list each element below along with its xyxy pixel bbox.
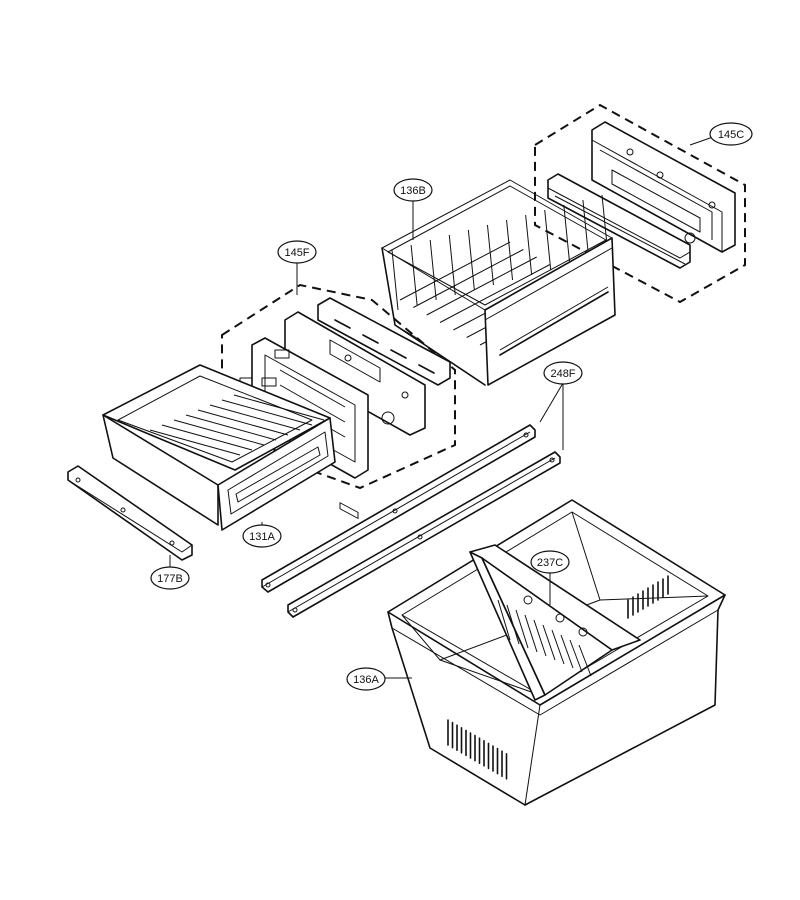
part-145C-assembly: [534, 103, 746, 304]
line-art: [209, 404, 301, 431]
part-131A-drawer: [102, 364, 336, 531]
callout-237C: 237C: [530, 550, 570, 574]
line-art: [399, 241, 511, 301]
callout-145C: 145C: [709, 122, 753, 146]
callout-177B: 177B: [150, 566, 190, 590]
line-art: [233, 394, 325, 421]
callout-label-131A: 131A: [249, 531, 275, 543]
line-art: [560, 634, 574, 669]
part-237C-divider: [469, 544, 641, 701]
bin-vents: [447, 575, 669, 780]
line-art: [448, 234, 456, 296]
basket-wires: [391, 194, 609, 346]
callout-label-136A: 136A: [353, 674, 379, 686]
line-art: [551, 629, 565, 665]
line-art: [391, 249, 399, 311]
callout-136A: 136A: [346, 667, 386, 691]
line-art: [515, 609, 529, 649]
callout-label-145F: 145F: [284, 247, 309, 259]
callout-131A: 131A: [242, 524, 282, 548]
line-art: [497, 599, 511, 641]
line-art: [544, 209, 552, 271]
line-art: [524, 614, 538, 653]
bracket-rear-145F: [317, 297, 451, 386]
line-art: [525, 214, 533, 276]
line-art: [563, 204, 571, 266]
line-art: [413, 249, 524, 308]
drawer-front: [217, 417, 336, 531]
part-248F-rails: [261, 424, 561, 618]
line-art: [582, 199, 590, 261]
part-136B-wire-basket: [381, 179, 616, 386]
line-art: [334, 319, 351, 329]
callout-136B: 136B: [393, 178, 433, 202]
line-art: [410, 244, 418, 306]
line-art: [418, 364, 435, 374]
line-art: [429, 239, 437, 301]
divider-slots: [497, 599, 592, 677]
line-art: [161, 424, 253, 451]
line-art: [569, 639, 583, 673]
line-art: [173, 419, 265, 446]
line-art: [467, 229, 475, 291]
line-art: [426, 256, 537, 316]
line-art: [533, 619, 547, 657]
callout-label-136B: 136B: [400, 185, 426, 197]
line-art: [221, 399, 313, 426]
callout-label-145C: 145C: [718, 129, 744, 141]
drawer-left-side: [102, 414, 219, 526]
line-art: [542, 624, 556, 661]
callout-145F: 145F: [277, 240, 317, 264]
part-177B-rail: [67, 465, 193, 561]
line-art: [362, 334, 379, 344]
callout-label-177B: 177B: [157, 573, 183, 585]
bracket-slots: [334, 319, 435, 374]
basket-front-panel: [484, 237, 616, 386]
line-art: [578, 644, 592, 677]
callout-label-237C: 237C: [537, 557, 563, 569]
group-boundary-145C: [534, 103, 746, 304]
line-art: [149, 429, 241, 456]
drawer-floor-ribs: [149, 394, 325, 456]
line-art: [197, 409, 289, 436]
line-art: [185, 414, 277, 441]
line-art: [506, 604, 520, 645]
line-art: [439, 264, 551, 323]
callout-label-248F: 248F: [550, 368, 575, 380]
callout-248F: 248F: [543, 361, 583, 385]
line-art: [390, 349, 407, 359]
line-art: [486, 224, 494, 286]
